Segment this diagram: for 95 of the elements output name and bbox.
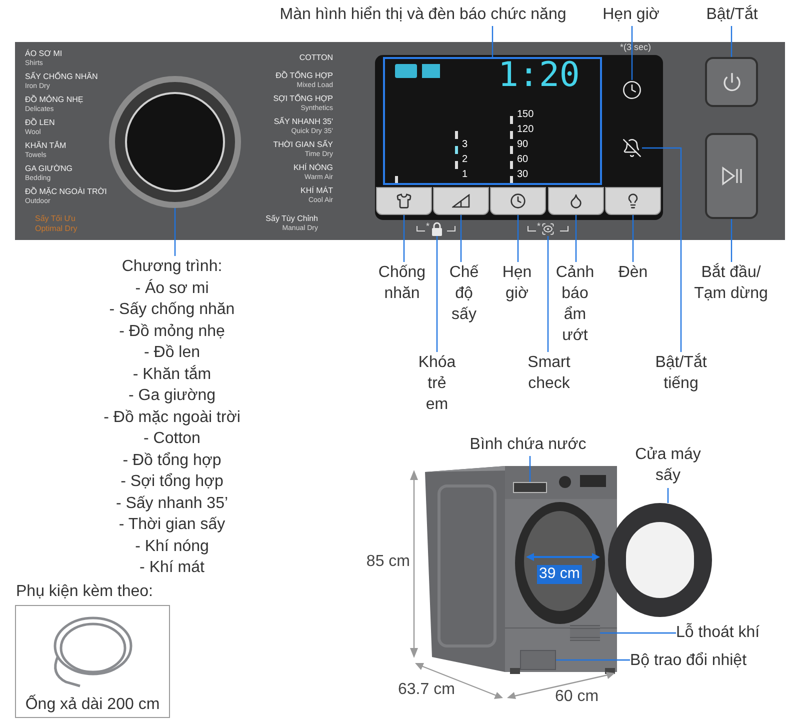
dimension-label: 60 cm — [555, 689, 599, 705]
panel-button — [376, 187, 432, 215]
panel-button — [605, 187, 661, 215]
callout-label: Đèn — [612, 262, 654, 284]
panel-label: Sấy Tùy Chỉnh — [266, 215, 318, 223]
water-tank — [513, 482, 547, 493]
list-item: - Khí mát — [140, 558, 204, 578]
display-number: 90 — [517, 140, 528, 150]
list-item: - Đồ len — [144, 343, 200, 363]
display-number: 150 — [517, 110, 534, 120]
callout-label: Cảnh báo ẩm ướt — [553, 262, 597, 350]
panel-label: ĐỒ LEN — [25, 119, 55, 127]
panel-label: ĐỒ MỎNG NHẸ — [25, 96, 84, 104]
footnote-mark: * — [426, 222, 430, 231]
callout-label: Hẹn giờ — [496, 262, 538, 306]
list-item: - Sấy nhanh 35’ — [116, 494, 228, 514]
callout-label: Khóa trẻ em — [418, 352, 456, 418]
leader-line — [632, 215, 634, 262]
callout-label: Bộ trao đổi nhiệt — [630, 650, 780, 674]
leader-line — [529, 456, 531, 482]
control-panel — [15, 42, 785, 240]
display-number: 3 — [462, 140, 468, 150]
list-item: - Ga giường — [128, 386, 216, 406]
list-item: - Khăn tắm — [132, 364, 212, 384]
list-item: - Áo sơ mi — [135, 278, 209, 298]
panel-label: ĐỒ TỔNG HỢP — [276, 72, 333, 80]
callout-label: Cửa máy sấy — [630, 444, 706, 488]
power-button — [705, 57, 758, 107]
leader-line — [403, 215, 405, 262]
list-item: - Thời gian sấy — [118, 515, 226, 535]
panel-label: THỜI GIAN SẤY — [273, 141, 333, 149]
display-number: 1 — [462, 170, 468, 180]
dimension-label: 63.7 cm — [398, 682, 455, 698]
leader-line — [730, 219, 732, 262]
display-number: 2 — [462, 155, 468, 165]
list-item: - Khí nóng — [135, 536, 209, 556]
callout-label: Smart check — [516, 352, 582, 396]
callout-label: Lỗ thoát khí — [676, 622, 796, 646]
leader-line — [492, 26, 494, 57]
display-highlight — [383, 57, 602, 185]
footnote-mark: *(3 sec) — [620, 43, 652, 52]
leader-line — [174, 208, 176, 256]
display-number: 60 — [517, 155, 528, 165]
leader-line — [730, 26, 732, 57]
panel-label: ĐỒ MẶC NGOÀI TRỜI — [25, 188, 107, 196]
air-vent — [570, 625, 600, 641]
time-readout: 1:20 — [498, 58, 580, 92]
leader-line — [460, 215, 462, 262]
panel-button — [490, 187, 546, 215]
leader-line — [547, 236, 549, 352]
panel-label: COTTON — [299, 54, 333, 62]
leader-line — [575, 215, 577, 262]
leader-line — [631, 26, 633, 80]
list-item: - Sợi tổng hợp — [120, 472, 224, 492]
panel-label: SẤY CHỐNG NHĂN — [25, 73, 98, 81]
display-number: 30 — [517, 170, 528, 180]
panel-label: KHÍ NÓNG — [293, 164, 333, 172]
display-number: 120 — [517, 125, 534, 135]
leader-line — [556, 659, 630, 661]
callout-label: Chống nhăn — [370, 262, 434, 306]
list-item: - Đồ mỏng nhẹ — [119, 322, 225, 342]
leader-line — [600, 632, 676, 634]
panel-label: Optimal Dry — [35, 225, 78, 233]
leader-line — [517, 215, 519, 262]
list-item: - Cotton — [144, 429, 200, 449]
accessory-caption: Ống xả dài 200 cm — [25, 695, 160, 715]
list-heading: Chương trình: — [122, 257, 222, 277]
panel-label: SỢI TỔNG HỢP — [273, 95, 333, 103]
callout-label: Hẹn giờ — [598, 4, 664, 26]
dimension-label: 85 cm — [366, 554, 410, 570]
footnote-mark: * — [537, 222, 541, 231]
heat-exchanger-panel — [520, 650, 556, 670]
callout-label: Bình chứa nước — [460, 434, 596, 456]
dimension-label: 39 cm — [537, 565, 582, 584]
leader-line — [642, 147, 682, 352]
leader-line — [667, 488, 669, 503]
callout-label: Bắt đầu/ Tạm dừng — [691, 262, 771, 306]
callout-label: Chế độ sấy — [444, 262, 484, 328]
callout-label: Bật/Tắt — [694, 4, 770, 26]
panel-label: GA GIƯỜNG — [25, 165, 72, 173]
panel-label: SẤY NHANH 35' — [274, 118, 333, 126]
list-item: - Đồ tổng hợp — [122, 450, 222, 470]
panel-label: KHĂN TẮM — [25, 142, 66, 150]
callout-label: Màn hình hiển thị và đèn báo chức năng — [263, 4, 583, 26]
start-pause-button — [705, 133, 758, 219]
list-item: - Đồ mặc ngoài trời — [104, 408, 240, 428]
panel-label: Sấy Tối Ưu — [35, 215, 76, 223]
panel-label: KHÍ MÁT — [300, 187, 333, 195]
leader-line — [436, 236, 438, 352]
accessory-heading: Phụ kiện kèm theo: — [16, 582, 153, 602]
list-item: - Sấy chống nhăn — [109, 300, 235, 320]
callout-label: Bật/Tắt tiếng — [644, 352, 718, 396]
panel-label: ÁO SƠ MI — [25, 50, 62, 58]
panel-button — [548, 187, 604, 215]
panel-button — [433, 187, 489, 215]
